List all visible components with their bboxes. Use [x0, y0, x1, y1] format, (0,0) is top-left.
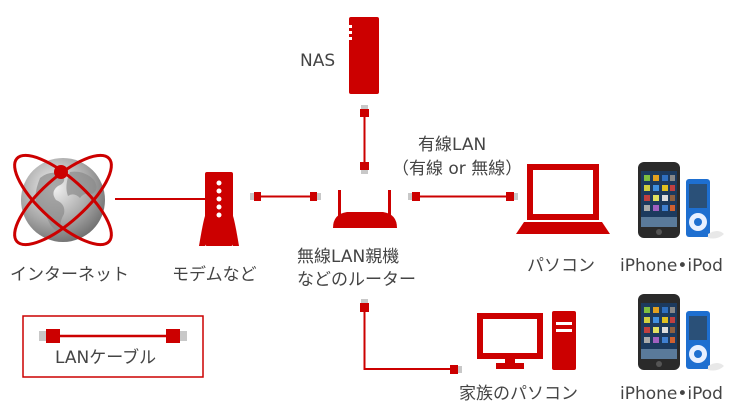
lan-cable [360, 299, 462, 374]
globe-icon [13, 153, 113, 247]
modem-icon [199, 172, 239, 246]
iphone-ipod-icon [638, 294, 724, 371]
legend-box [22, 315, 204, 378]
nas-icon [349, 17, 379, 94]
router-label-line2: などのルーター [297, 270, 416, 290]
router-icon [333, 190, 397, 228]
iphone-ipod-label-1: iPhone•iPod [620, 256, 723, 276]
lan-cable [250, 192, 321, 201]
lan-cable-icon [39, 329, 187, 343]
iphone-ipod-icon [638, 162, 724, 239]
pc-label: パソコン [527, 256, 595, 276]
desktop-pc-icon [477, 311, 576, 370]
laptop-icon [516, 164, 610, 234]
modem-label: モデムなど [172, 265, 257, 285]
wired-or-wireless-label: （有線 or 無線） [392, 159, 523, 179]
router-label-line1: 無線LAN親機 [297, 247, 400, 267]
lan-cable [360, 105, 369, 174]
internet-label: インターネット [10, 265, 129, 285]
legend-label: LANケーブル [55, 348, 157, 368]
nas-label: NAS [300, 51, 336, 71]
wired-lan-label: 有線LAN [418, 135, 487, 155]
lan-cable [408, 192, 518, 201]
family-pc-label: 家族のパソコン [459, 384, 578, 404]
iphone-ipod-label-2: iPhone•iPod [620, 384, 723, 404]
